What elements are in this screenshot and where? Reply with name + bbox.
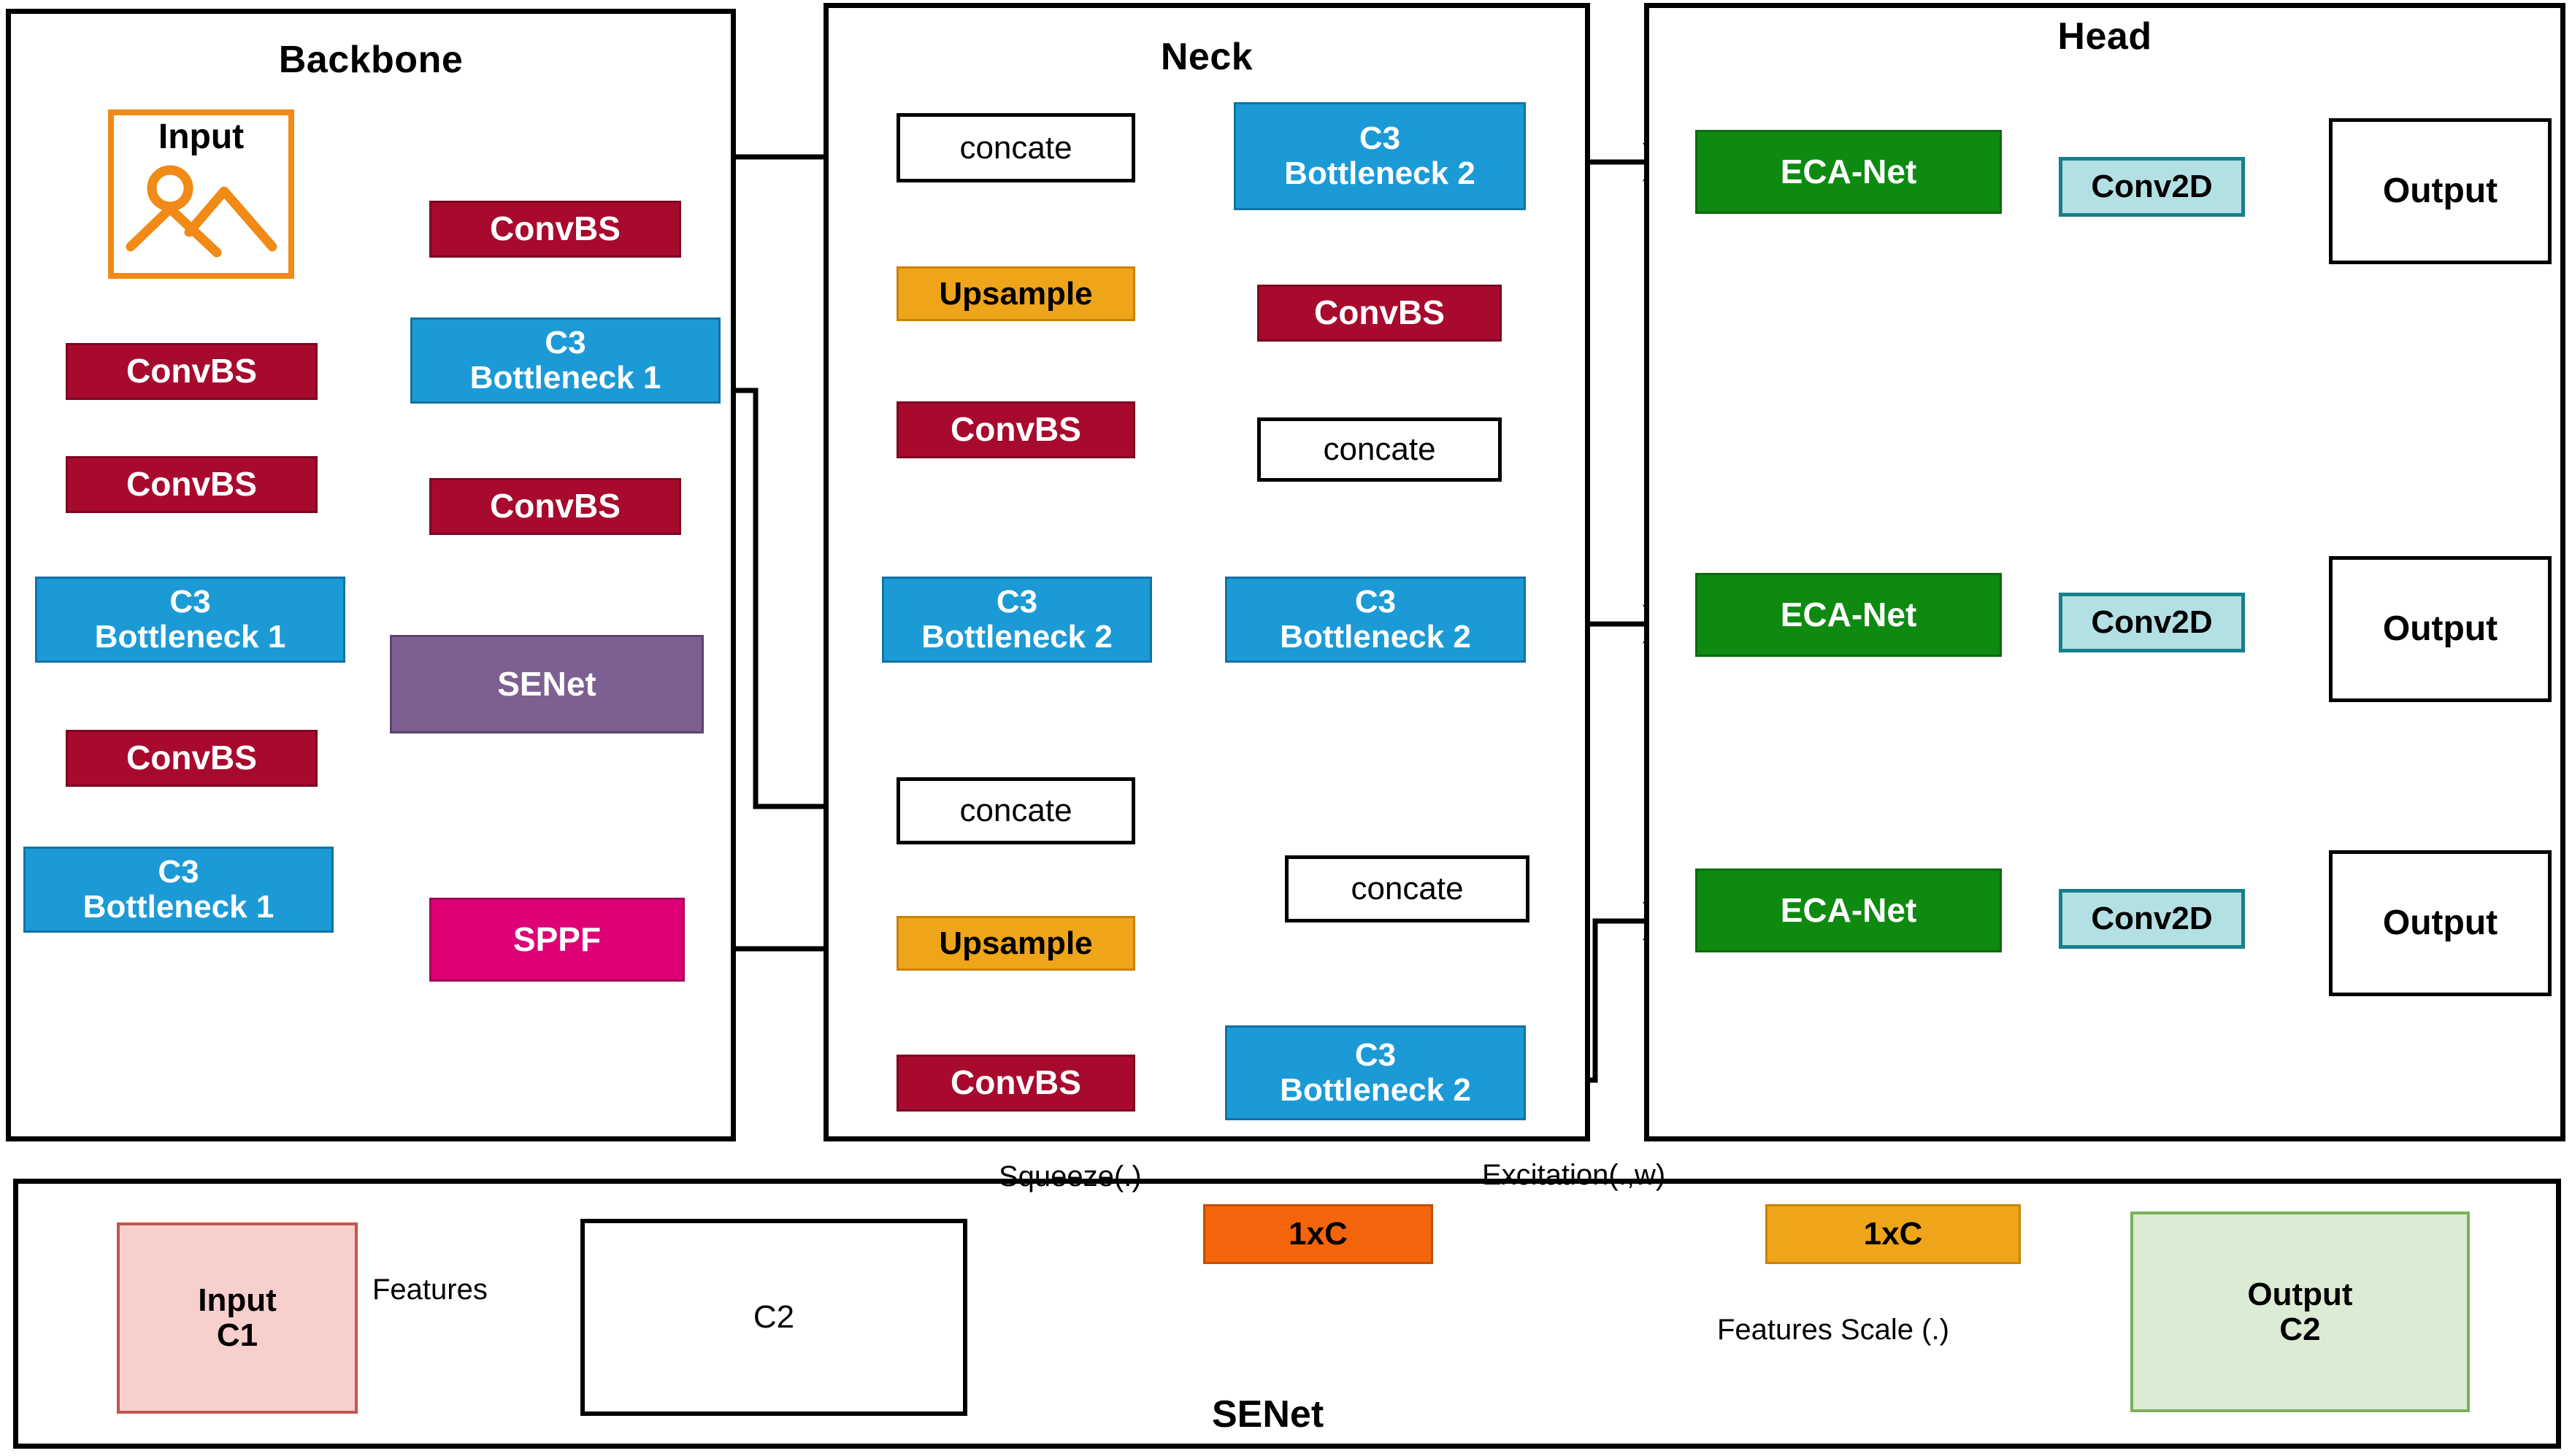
senet-output-c2: Output C2 bbox=[2130, 1212, 2470, 1412]
head-conv2d-3[interactable]: Conv2D bbox=[2059, 889, 2245, 949]
neck-upsample-bottom[interactable]: Upsample bbox=[897, 916, 1135, 971]
input-label: Input bbox=[158, 118, 245, 156]
backbone-senet[interactable]: SENet bbox=[390, 635, 704, 733]
backbone-c3-bottleneck1-c[interactable]: C3 Bottleneck 1 bbox=[410, 317, 721, 404]
head-title: Head bbox=[2057, 15, 2152, 58]
backbone-c3-bottleneck1-a[interactable]: C3 Bottleneck 1 bbox=[35, 577, 345, 663]
backbone-sppf[interactable]: SPPF bbox=[429, 898, 685, 982]
head-eca-net-1[interactable]: ECA-Net bbox=[1695, 130, 2002, 214]
backbone-c3-bottleneck1-b[interactable]: C3 Bottleneck 1 bbox=[23, 847, 334, 933]
head-eca-net-2[interactable]: ECA-Net bbox=[1695, 573, 2002, 657]
senet-excitation-box: 1xC bbox=[1765, 1204, 2021, 1264]
backbone-convbs-5[interactable]: ConvBS bbox=[429, 478, 681, 535]
neck-concate-right-bottom[interactable]: concate bbox=[1285, 855, 1529, 922]
input-image-box: Input bbox=[108, 109, 294, 279]
senet-squeeze-box: 1xC bbox=[1203, 1204, 1433, 1264]
image-placeholder-icon bbox=[126, 165, 277, 258]
senet-caption: SENet bbox=[1212, 1393, 1324, 1436]
neck-c3-bottleneck2-right-mid[interactable]: C3 Bottleneck 2 bbox=[1225, 577, 1526, 663]
senet-squeeze-label: Squeeze(.) bbox=[999, 1160, 1142, 1193]
neck-concate-mid[interactable]: concate bbox=[897, 777, 1135, 844]
neck-convbs-bottom[interactable]: ConvBS bbox=[897, 1055, 1135, 1112]
backbone-convbs-3[interactable]: ConvBS bbox=[66, 730, 318, 787]
neck-title: Neck bbox=[1160, 36, 1254, 78]
head-output-1: Output bbox=[2329, 118, 2552, 264]
backbone-title: Backbone bbox=[278, 39, 464, 81]
head-conv2d-2[interactable]: Conv2D bbox=[2059, 593, 2245, 652]
senet-c2-block: C2 bbox=[580, 1219, 967, 1416]
neck-c3-bottleneck2-bottom[interactable]: C3 Bottleneck 2 bbox=[1225, 1025, 1526, 1120]
neck-concate-top[interactable]: concate bbox=[897, 113, 1135, 182]
senet-excitation-label: Excitation(.,w) bbox=[1482, 1159, 1666, 1191]
head-conv2d-1[interactable]: Conv2D bbox=[2059, 157, 2245, 217]
senet-features-label: Features bbox=[372, 1274, 488, 1306]
backbone-convbs-1[interactable]: ConvBS bbox=[66, 343, 318, 400]
neck-c3-bottleneck2-top[interactable]: C3 Bottleneck 2 bbox=[1234, 102, 1526, 210]
neck-concate-right-mid[interactable]: concate bbox=[1257, 417, 1502, 482]
backbone-convbs-4[interactable]: ConvBS bbox=[429, 201, 681, 258]
neck-upsample-top[interactable]: Upsample bbox=[897, 266, 1135, 321]
senet-input-c1: Input C1 bbox=[117, 1222, 358, 1414]
head-output-2: Output bbox=[2329, 556, 2552, 702]
head-eca-net-3[interactable]: ECA-Net bbox=[1695, 868, 2002, 952]
head-output-3: Output bbox=[2329, 850, 2552, 996]
neck-convbs-right[interactable]: ConvBS bbox=[1257, 285, 1502, 342]
backbone-convbs-2[interactable]: ConvBS bbox=[66, 456, 318, 513]
neck-c3-bottleneck2-left-mid[interactable]: C3 Bottleneck 2 bbox=[882, 577, 1152, 663]
neck-convbs-top[interactable]: ConvBS bbox=[897, 401, 1135, 458]
senet-features-scale-label: Features Scale (.) bbox=[1717, 1314, 1949, 1346]
